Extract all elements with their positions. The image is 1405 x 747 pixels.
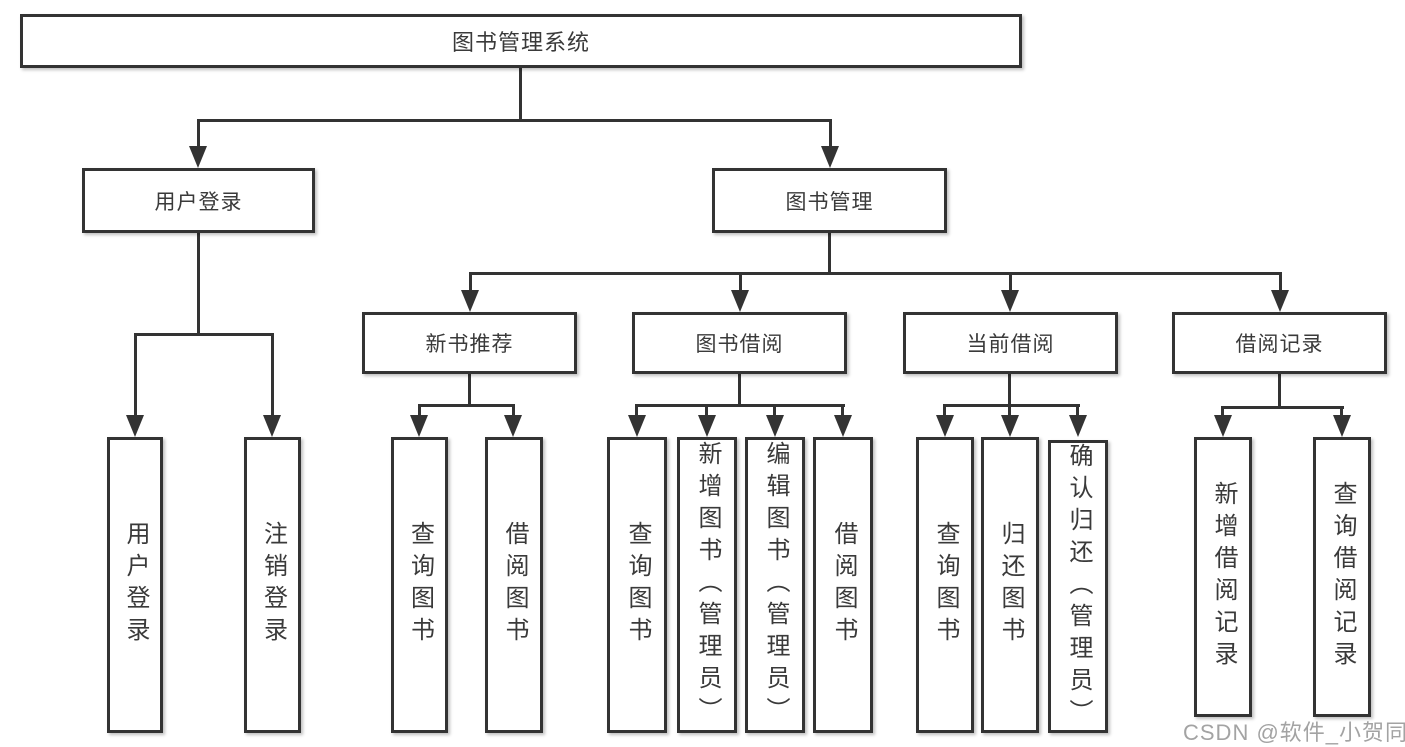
node-library-management-system: 图书管理系统 <box>20 14 1022 68</box>
connector-line <box>271 333 274 415</box>
node-label: 查询图书 <box>406 521 434 649</box>
connector-line <box>197 119 200 149</box>
connector-line <box>1009 272 1012 292</box>
arrowhead-down-icon <box>731 290 749 312</box>
arrowhead-down-icon <box>1069 415 1087 437</box>
connector-line <box>635 404 845 407</box>
connector-line <box>197 233 200 335</box>
connector-line <box>943 404 946 417</box>
leaf-borrow-books-recommend: 借阅图书 <box>485 437 543 733</box>
node-label: 新增借阅记录 <box>1210 481 1237 673</box>
arrowhead-down-icon <box>821 146 839 168</box>
connector-line <box>468 374 471 406</box>
arrowhead-down-icon <box>461 290 479 312</box>
leaf-query-books-recommend: 查询图书 <box>391 437 448 733</box>
leaf-borrow-books: 借阅图书 <box>813 437 873 733</box>
node-label: 确认归还（管理员） <box>1065 442 1092 731</box>
connector-line <box>134 333 137 415</box>
node-label: 借阅图书 <box>830 521 857 649</box>
arrowhead-down-icon <box>263 415 281 437</box>
node-current-borrowing: 当前借阅 <box>903 312 1118 374</box>
arrowhead-down-icon <box>1271 290 1289 312</box>
node-label: 图书管理 <box>785 190 874 214</box>
csdn-watermark: CSDN @软件_小贺同学 <box>1183 720 1405 745</box>
connector-line <box>773 404 776 417</box>
arrowhead-down-icon <box>1001 415 1019 437</box>
connector-line <box>519 68 522 121</box>
node-label: 图书管理系统 <box>451 30 590 55</box>
leaf-query-books-current: 查询图书 <box>916 437 974 733</box>
arrowhead-down-icon <box>1333 415 1351 437</box>
connector-line <box>1221 406 1344 409</box>
node-new-book-recommendation: 新书推荐 <box>362 312 577 374</box>
connector-line <box>197 119 832 122</box>
leaf-confirm-return-admin: 确认归还（管理员） <box>1048 440 1108 733</box>
node-label: 新书推荐 <box>425 333 514 356</box>
connector-line <box>738 374 741 406</box>
node-label: 借阅记录 <box>1235 333 1324 356</box>
node-label: 查询借阅记录 <box>1329 481 1356 673</box>
leaf-add-books-admin: 新增图书（管理员） <box>677 437 737 733</box>
connector-line <box>512 404 515 417</box>
node-label: 归还图书 <box>997 521 1024 649</box>
connector-line <box>943 404 1080 407</box>
node-book-management: 图书管理 <box>712 168 947 233</box>
connector-line <box>1221 406 1224 417</box>
connector-line <box>469 272 1282 275</box>
leaf-edit-books-admin: 编辑图书（管理员） <box>745 437 805 733</box>
connector-line <box>635 404 638 417</box>
node-label: 用户登录 <box>122 521 149 649</box>
connector-line <box>705 404 708 417</box>
leaf-query-books-borrowing: 查询图书 <box>607 437 667 733</box>
arrowhead-down-icon <box>189 146 207 168</box>
connector-line <box>1340 406 1343 417</box>
connector-line <box>418 404 421 417</box>
leaf-return-books: 归还图书 <box>981 437 1039 733</box>
leaf-query-borrow-record: 查询借阅记录 <box>1313 437 1371 717</box>
leaf-add-borrow-record: 新增借阅记录 <box>1194 437 1252 717</box>
connector-line <box>1008 404 1011 417</box>
arrowhead-down-icon <box>936 415 954 437</box>
node-label: 注销登录 <box>259 521 287 649</box>
connector-line <box>418 404 515 407</box>
node-label: 用户登录 <box>154 190 243 214</box>
arrowhead-down-icon <box>834 415 852 437</box>
node-label: 编辑图书（管理员） <box>762 441 789 729</box>
connector-line <box>841 404 844 417</box>
node-label: 查询图书 <box>624 521 651 649</box>
node-borrowing-records: 借阅记录 <box>1172 312 1387 374</box>
arrowhead-down-icon <box>126 415 144 437</box>
node-label: 图书借阅 <box>695 333 784 356</box>
arrowhead-down-icon <box>698 415 716 437</box>
arrowhead-down-icon <box>766 415 784 437</box>
node-label: 查询图书 <box>932 521 959 649</box>
leaf-user-login: 用户登录 <box>107 437 163 733</box>
connector-line <box>1278 374 1281 408</box>
arrowhead-down-icon <box>1001 290 1019 312</box>
connector-line <box>1076 404 1079 417</box>
arrowhead-down-icon <box>1214 415 1232 437</box>
node-book-borrowing: 图书借阅 <box>632 312 847 374</box>
node-label: 新增图书（管理员） <box>694 441 721 729</box>
connector-line <box>828 233 831 274</box>
node-label: 借阅图书 <box>501 521 528 649</box>
arrowhead-down-icon <box>628 415 646 437</box>
leaf-logout: 注销登录 <box>244 437 301 733</box>
connector-line <box>1008 374 1011 406</box>
node-user-login: 用户登录 <box>82 168 315 233</box>
connector-line <box>739 272 742 292</box>
connector-line <box>1279 272 1282 292</box>
arrowhead-down-icon <box>410 415 428 437</box>
connector-line <box>469 272 472 292</box>
connector-line <box>829 119 832 149</box>
node-label: 当前借阅 <box>966 333 1055 356</box>
connector-line <box>134 333 274 336</box>
arrowhead-down-icon <box>504 415 522 437</box>
